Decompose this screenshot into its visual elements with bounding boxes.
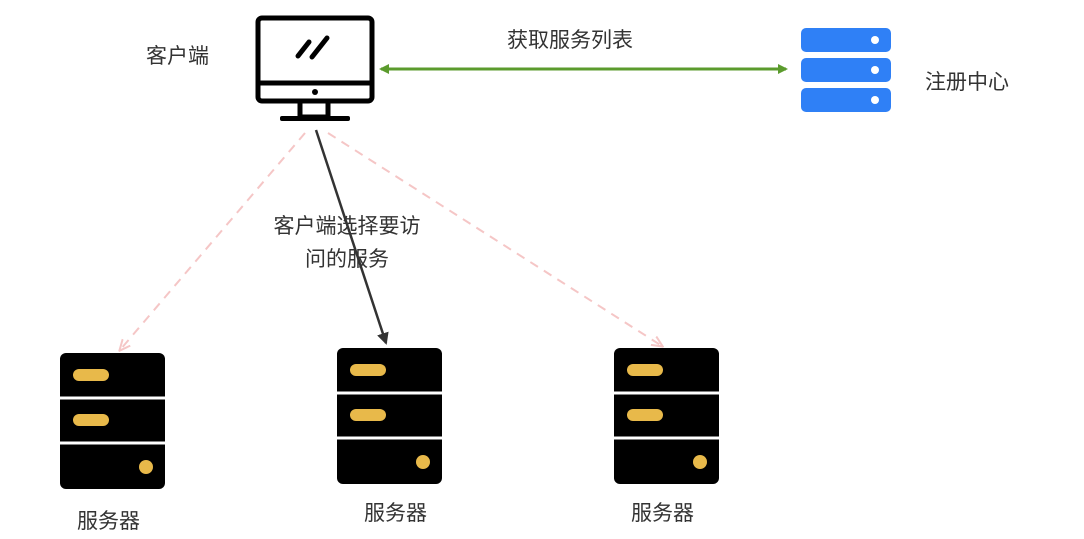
select-service-label: 客户端选择要访 问的服务 [252, 210, 442, 276]
dashed-arrow-right-server [327, 132, 662, 346]
fetch-service-list-label: 获取服务列表 [507, 28, 633, 52]
server-icon [614, 348, 719, 484]
client-label: 客户端 [146, 44, 209, 68]
server-label: 服务器 [77, 509, 140, 533]
select-service-label-line2: 问的服务 [305, 247, 389, 271]
server-label: 服务器 [364, 501, 427, 525]
registry-server-icon [801, 28, 891, 112]
server-icon [60, 353, 165, 489]
server-label: 服务器 [631, 501, 694, 525]
monitor-icon [255, 15, 375, 121]
server-icon [337, 348, 442, 484]
select-service-arrow [314, 129, 389, 345]
registry-label: 注册中心 [925, 70, 1009, 94]
select-service-label-line1: 客户端选择要访 [273, 214, 421, 238]
